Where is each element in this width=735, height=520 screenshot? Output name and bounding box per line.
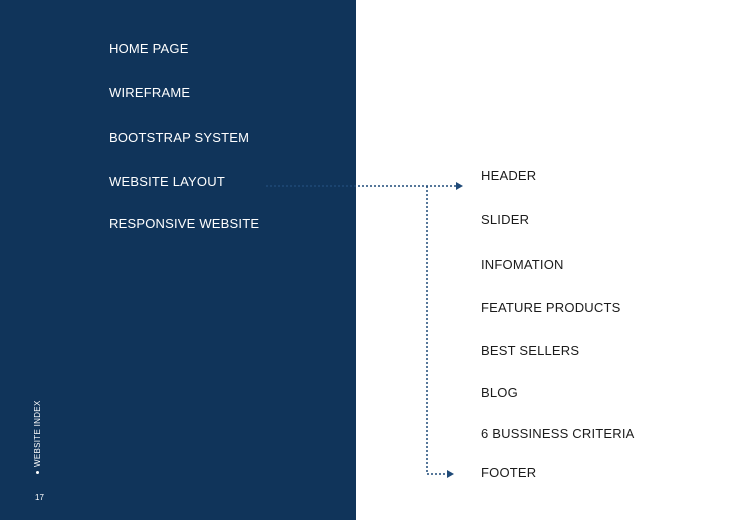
- arrow-head-footer-icon: [447, 470, 454, 478]
- section-header[interactable]: HEADER: [481, 168, 537, 183]
- menu-item-responsive-website[interactable]: RESPONSIVE WEBSITE: [109, 216, 260, 231]
- section-footer[interactable]: FOOTER: [481, 465, 537, 480]
- menu-item-home-page[interactable]: HOME PAGE: [109, 41, 189, 56]
- section-slider[interactable]: SLIDER: [481, 212, 530, 227]
- section-blog[interactable]: BLOG: [481, 385, 518, 400]
- menu-item-wireframe[interactable]: WIREFRAME: [109, 85, 191, 100]
- section-feature-products[interactable]: FEATURE PRODUCTS: [481, 300, 621, 315]
- section-infomation[interactable]: INFOMATION: [481, 257, 564, 272]
- page-number: 17: [35, 493, 44, 502]
- menu-item-bootstrap-system[interactable]: BOOTSTRAP SYSTEM: [109, 130, 250, 145]
- section-best-sellers[interactable]: BEST SELLERS: [481, 343, 580, 358]
- arrow-head-header-icon: [456, 182, 463, 190]
- section-business-criteria[interactable]: 6 BUSSINESS CRITERIA: [481, 426, 635, 441]
- menu-item-website-layout[interactable]: WEBSITE LAYOUT: [109, 174, 225, 189]
- left-panel: [0, 0, 356, 520]
